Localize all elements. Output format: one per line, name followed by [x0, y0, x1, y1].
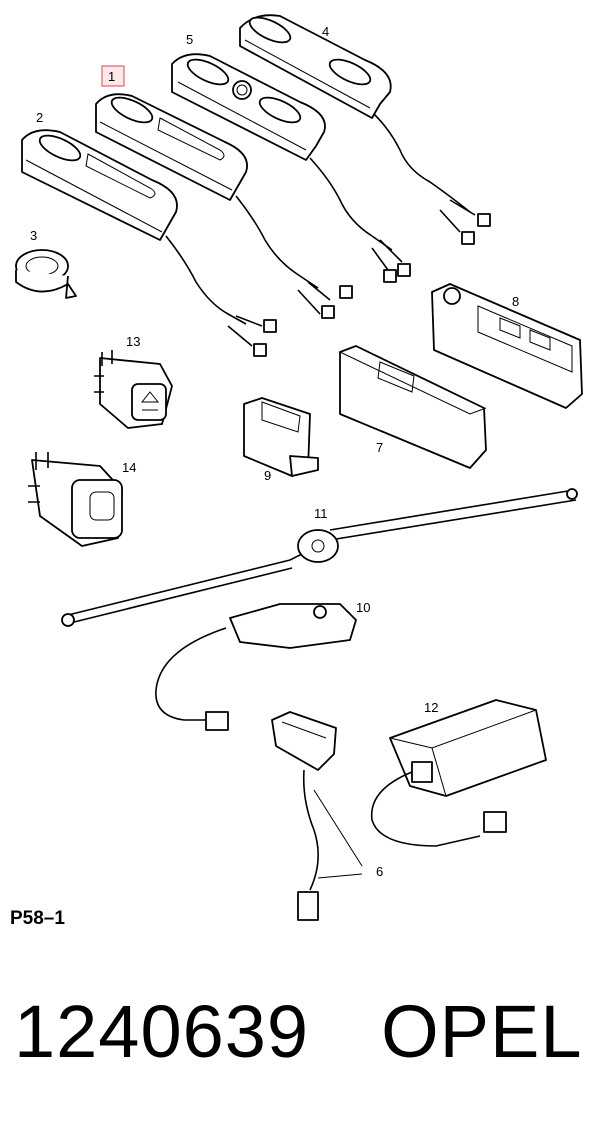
callout-7: 7 [376, 440, 383, 455]
callout-11: 11 [314, 506, 328, 521]
part-6-switch-with-cable [271, 711, 363, 921]
callout-1-highlight [101, 65, 125, 87]
part-14-switch [28, 452, 123, 547]
part-4-switch-panel [239, 14, 491, 245]
part-3-tape-roll [15, 249, 77, 299]
callout-6: 6 [376, 864, 383, 879]
part-number: 1240639 [14, 990, 310, 1073]
part-5-switch-panel [171, 53, 411, 283]
part-9-single-switch [243, 397, 319, 477]
callout-3: 3 [30, 228, 37, 243]
callout-12: 12 [424, 700, 438, 715]
part-10-motor [155, 603, 357, 731]
part-12-control-module [370, 699, 547, 847]
callout-9: 9 [264, 468, 271, 483]
exploded-parts-diagram: 1 2 3 4 5 6 7 8 9 10 11 12 13 14 [15, 14, 583, 921]
part-13-switch [94, 350, 173, 429]
callout-1: 1 [108, 69, 115, 84]
part-1-switch-panel [95, 93, 353, 319]
part-11-window-regulator [61, 488, 578, 627]
brand-name: OPEL [381, 990, 583, 1073]
diagram-reference: P58–1 [10, 908, 65, 929]
part-7-switch-housing [338, 345, 487, 469]
callout-14: 14 [122, 460, 136, 475]
callout-8: 8 [512, 294, 519, 309]
callout-10: 10 [356, 600, 370, 615]
callout-4: 4 [322, 24, 329, 39]
callout-2: 2 [36, 110, 43, 125]
callout-5: 5 [186, 32, 193, 47]
part-8-switch-block [431, 283, 583, 409]
callout-13: 13 [126, 334, 140, 349]
part-2-switch-panel [21, 129, 277, 357]
